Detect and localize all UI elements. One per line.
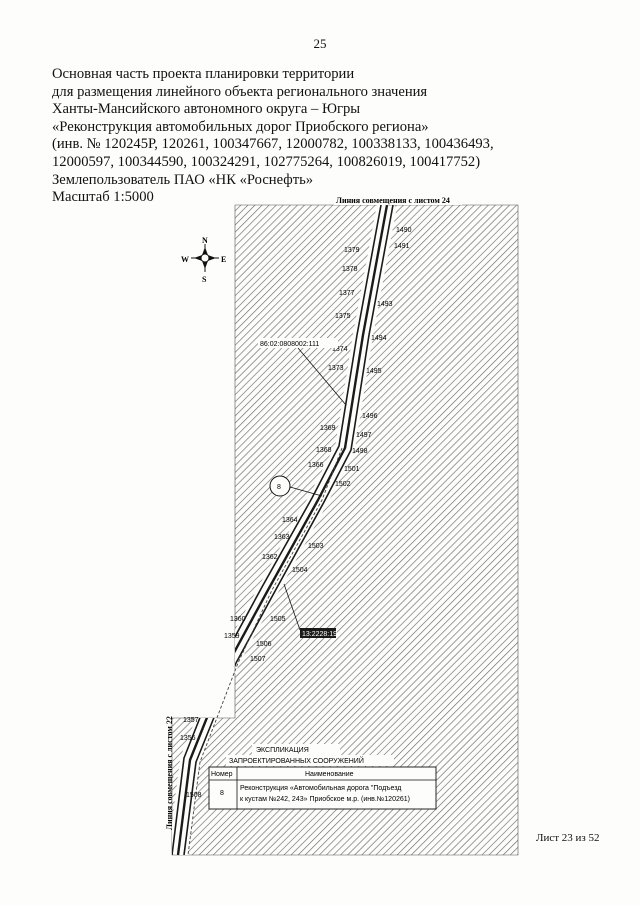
legend-row-name: Реконструкция «Автомобильная дорога "Под… — [240, 784, 401, 792]
point-label: 1366 — [308, 462, 324, 469]
parcel-callout: 13:2228:19 — [283, 583, 337, 638]
point-label: 1502 — [335, 481, 351, 488]
match-line-left: Линия совмещения с листом 22 — [165, 716, 174, 830]
point-label: 1501 — [344, 466, 360, 473]
point-label: 1506 — [256, 641, 272, 648]
legend-row-name: к кустам №242, 243» Приобское м.р. (инв.… — [240, 795, 410, 803]
compass-e: E — [221, 255, 226, 264]
page-number: 25 — [313, 36, 327, 51]
match-line-top: Линия совмещения с листом 24 — [336, 196, 450, 205]
point-label: 1505 — [270, 616, 286, 623]
road-axis — [176, 205, 389, 855]
point-label: 1507 — [250, 656, 266, 663]
point-label: 1504 — [292, 567, 308, 574]
point-label: 1498 — [352, 448, 368, 455]
point-label: 1363 — [274, 534, 290, 541]
point-label: 1494 — [371, 335, 387, 342]
point-label: 1374 — [332, 346, 348, 353]
point-label: 1362 — [262, 554, 278, 561]
road-edge-right — [183, 205, 394, 855]
point-label: 1378 — [342, 266, 358, 273]
legend-row-number: 8 — [220, 790, 224, 797]
point-label: 1379 — [344, 247, 360, 254]
point-label: 1357 — [183, 717, 199, 724]
parcel-number: 13:2228:19 — [302, 631, 337, 638]
header-line: для размещения линейного объекта региона… — [52, 83, 428, 100]
cadastral-callout: 86:02:0808002:111 — [258, 338, 347, 406]
parcel-boundary — [187, 447, 343, 856]
document-header: Основная часть проекта планировки террит… — [52, 66, 522, 207]
legend-title: ЭКСПЛИКАЦИЯ — [256, 747, 309, 754]
legend-explication: ЭКСПЛИКАЦИЯ ЗАПРОЕКТИРОВАННЫХ СООРУЖЕНИЙ… — [208, 744, 437, 810]
point-label: 1369 — [320, 425, 336, 432]
header-line: Основная часть проекта планировки террит… — [52, 66, 355, 82]
compass-rose: N S W E — [181, 236, 226, 284]
point-label: 1364 — [282, 517, 298, 524]
legend-subtitle: ЗАПРОЕКТИРОВАННЫХ СООРУЖЕНИЙ — [229, 756, 364, 765]
point-label: 1375 — [335, 313, 351, 320]
header-line: Ханты-Мансийского автономного округа – Ю… — [52, 101, 361, 118]
object-marker: 8 — [269, 475, 323, 497]
point-label: 1503 — [308, 543, 324, 550]
compass-w: W — [181, 255, 189, 264]
object-marker-number: 8 — [277, 484, 281, 491]
point-label: 1368 — [316, 447, 332, 454]
right-point-labels: 1490 1491 1493 1494 1495 1496 1497 1498 … — [186, 227, 412, 799]
legend-col-number: Номер — [211, 771, 233, 778]
sheet-label: Лист 23 из 52 — [536, 832, 600, 844]
point-label: 1491 — [394, 243, 410, 250]
point-label: 1508 — [186, 792, 202, 799]
point-label: 1493 — [377, 301, 393, 308]
point-label: 1497 — [356, 432, 372, 439]
compass-n: N — [202, 236, 208, 245]
point-label: 1356 — [180, 735, 196, 742]
cadastral-number: 86:02:0808002:111 — [260, 341, 319, 348]
point-label: 1377 — [339, 290, 355, 297]
point-label: 1359 — [224, 633, 240, 640]
compass-s: S — [202, 275, 207, 284]
point-label: 1495 — [366, 368, 382, 375]
point-label: 1496 — [362, 413, 378, 420]
header-line: (инв. № 120245Р, 120261, 100347667, 1200… — [52, 136, 494, 153]
header-line: 12000597, 100344590, 100324291, 10277526… — [52, 153, 481, 170]
left-point-labels: 1379 1378 1377 1375 1374 1373 1369 1368 … — [180, 247, 360, 742]
header-line: «Реконструкция автомобильных дорог Приоб… — [52, 118, 429, 135]
road-edge-left — [172, 205, 382, 855]
legend-col-name: Наименование — [305, 771, 354, 778]
scale-label: Масштаб 1:5000 — [52, 189, 154, 206]
point-label: 1490 — [396, 227, 412, 234]
header-line: Землепользователь ПАО «НК «Роснефть» — [52, 171, 314, 188]
point-label: 1373 — [328, 365, 344, 372]
point-label: 1360 — [230, 616, 246, 623]
